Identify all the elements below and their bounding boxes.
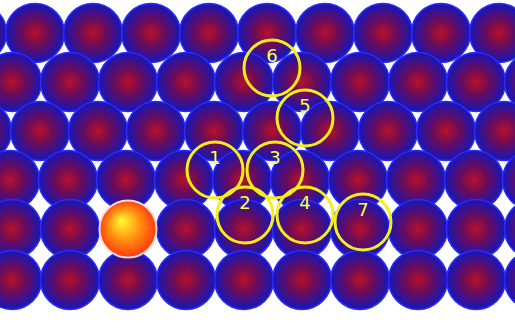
lattice-sphere bbox=[503, 151, 515, 210]
lattice-sphere bbox=[447, 200, 506, 259]
lattice-sphere bbox=[215, 251, 274, 310]
lattice-sphere bbox=[157, 251, 216, 310]
site-marker: 6 bbox=[242, 38, 302, 98]
lattice-sphere bbox=[157, 200, 216, 259]
callout-number: 1 bbox=[185, 140, 245, 167]
lattice-sphere bbox=[505, 200, 515, 259]
callout-number: 5 bbox=[275, 88, 335, 115]
lattice-sphere bbox=[505, 251, 515, 310]
lattice-sphere bbox=[0, 200, 42, 259]
lattice-sphere bbox=[389, 251, 448, 310]
site-marker: 5 bbox=[275, 88, 335, 148]
lattice-sphere bbox=[273, 251, 332, 310]
callout-number: 6 bbox=[242, 38, 302, 65]
site-marker: 1 bbox=[185, 140, 245, 200]
lattice-sphere bbox=[0, 251, 42, 310]
lattice-sphere bbox=[99, 251, 158, 310]
lattice-sphere bbox=[331, 251, 390, 310]
lattice-sphere bbox=[389, 200, 448, 259]
lattice-sphere bbox=[41, 251, 100, 310]
site-marker: 3 bbox=[245, 140, 305, 200]
lattice-sphere bbox=[447, 251, 506, 310]
callout-number: 4 bbox=[275, 185, 335, 212]
callout-number: 3 bbox=[245, 140, 305, 167]
site-marker: 2 bbox=[215, 185, 275, 245]
adatom-sphere bbox=[100, 201, 157, 258]
lattice-sphere bbox=[41, 200, 100, 259]
callout-number: 7 bbox=[333, 192, 393, 219]
site-marker: 7 bbox=[333, 192, 393, 252]
callout-number: 2 bbox=[215, 185, 275, 212]
site-marker: 4 bbox=[275, 185, 335, 245]
